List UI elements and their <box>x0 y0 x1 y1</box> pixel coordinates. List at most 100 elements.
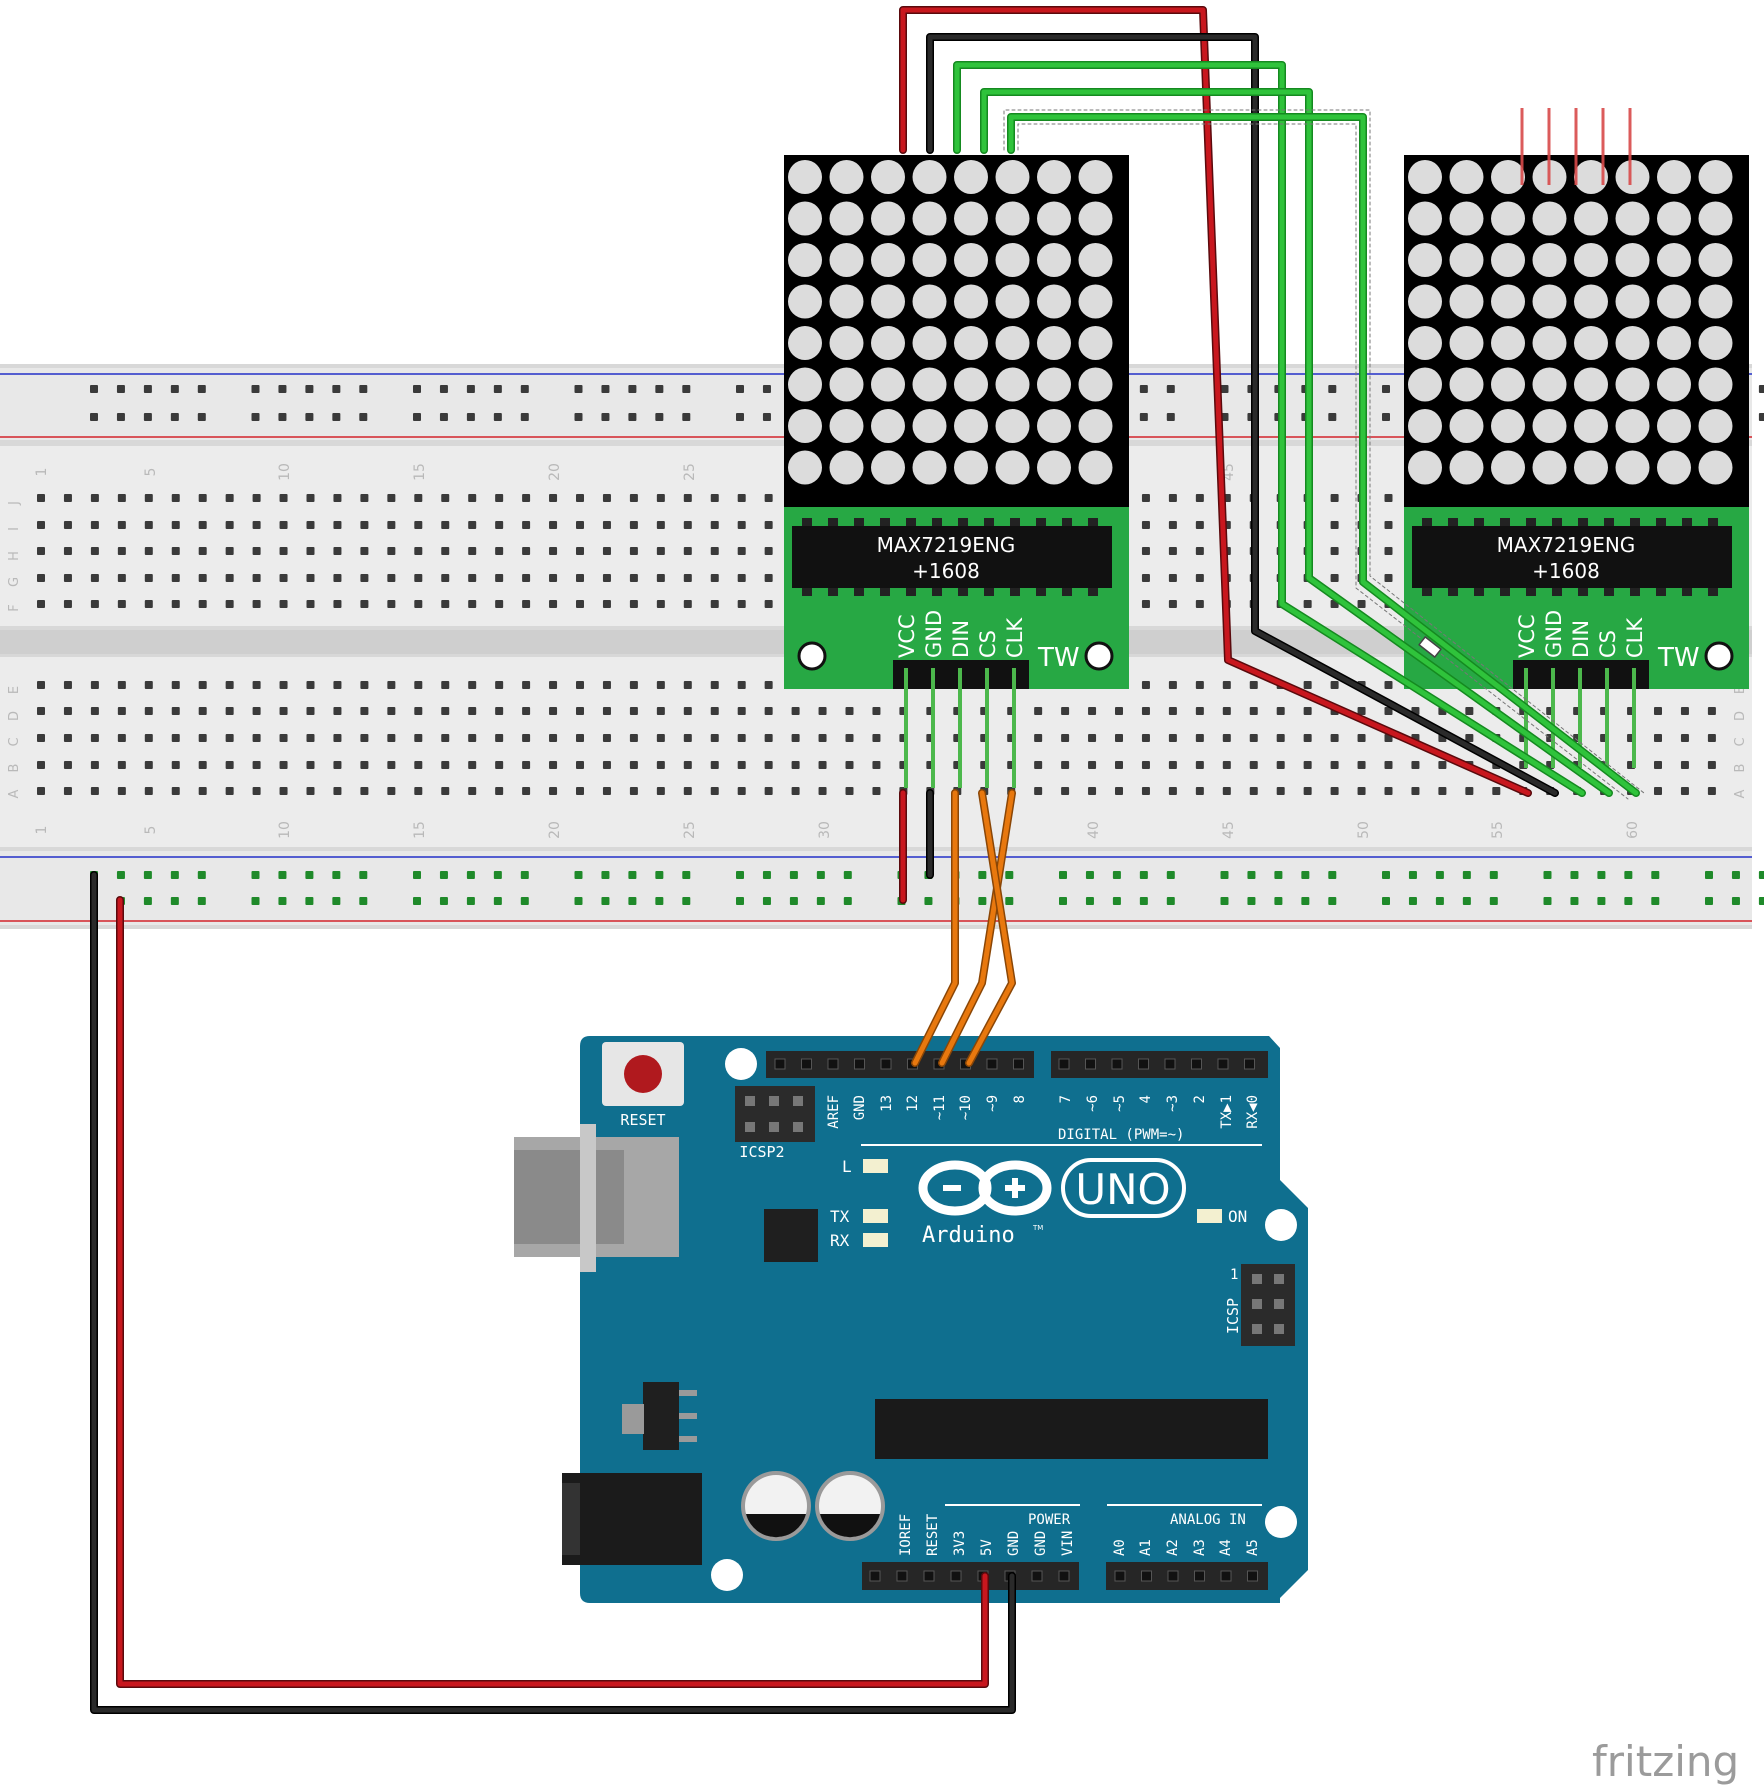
digital-pin-socket[interactable] <box>1111 1058 1123 1070</box>
led-dot <box>871 409 905 443</box>
digital-pin-socket[interactable] <box>1217 1058 1229 1070</box>
breadboard-hole <box>387 521 396 529</box>
breadboard-hole <box>764 681 773 689</box>
breadboard-hole <box>387 574 396 582</box>
led-dot <box>1574 243 1608 277</box>
mount-hole <box>1265 1209 1297 1241</box>
breadboard-hole <box>117 681 126 689</box>
breadboard-hole <box>872 707 881 715</box>
digital-pin-socket[interactable] <box>1058 1058 1070 1070</box>
digital-pin-socket[interactable] <box>986 1058 998 1070</box>
power-pin-socket[interactable] <box>1220 1570 1232 1582</box>
breadboard-hole <box>441 787 450 795</box>
rail-hole <box>251 871 260 879</box>
breadboard-hole <box>1384 761 1393 769</box>
led-dot <box>788 367 822 402</box>
led-dot <box>1449 409 1484 443</box>
led-dot <box>1491 284 1525 319</box>
rail-hole <box>655 413 664 421</box>
digital-pin-socket[interactable] <box>1013 1058 1024 1070</box>
breadboard-hole <box>414 681 423 689</box>
rail-hole <box>413 413 421 421</box>
power-pin-socket[interactable] <box>869 1570 881 1582</box>
led-dot <box>912 201 947 236</box>
power-pin-socket[interactable] <box>1058 1570 1070 1582</box>
digital-pin-socket[interactable] <box>1085 1058 1096 1070</box>
breadboard-hole <box>495 494 504 502</box>
row-letter: C <box>7 737 22 746</box>
digital-pin-socket[interactable] <box>774 1058 786 1070</box>
rail-hole <box>143 897 152 905</box>
breadboard-hole <box>764 707 773 715</box>
breadboard-hole <box>764 761 773 769</box>
led-dot <box>829 201 864 236</box>
power-pin-socket[interactable] <box>950 1570 962 1582</box>
led-dot <box>1615 201 1650 236</box>
breadboard-hole <box>360 494 369 502</box>
digital-pin-socket[interactable] <box>1164 1058 1176 1070</box>
breadboard-hole <box>764 600 773 608</box>
led-dot <box>1491 367 1525 402</box>
breadboard-hole <box>468 734 477 742</box>
breadboard-hole <box>1276 734 1285 742</box>
power-pin-socket[interactable] <box>1114 1570 1126 1582</box>
breadboard-hole <box>1141 681 1150 689</box>
breadboard-hole <box>468 600 477 608</box>
breadboard-hole <box>1330 547 1339 555</box>
breadboard-hole <box>1707 761 1716 769</box>
power-pin-socket[interactable] <box>1167 1570 1179 1582</box>
power-pin-socket[interactable] <box>1141 1570 1152 1582</box>
power-pin-socket[interactable] <box>1031 1570 1043 1582</box>
led-dot <box>912 284 947 319</box>
rail-hole <box>601 385 610 393</box>
led-dot <box>1408 284 1442 319</box>
led-dot <box>1449 367 1484 402</box>
digital-pin-socket[interactable] <box>880 1058 892 1070</box>
breadboard-hole <box>549 600 558 608</box>
icsp2-label: ICSP2 <box>739 1143 784 1161</box>
led-on <box>1197 1209 1222 1223</box>
breadboard-hole <box>1061 734 1070 742</box>
led-dot <box>954 201 988 236</box>
column-number: 1 <box>34 468 50 477</box>
digital-pin-socket[interactable] <box>801 1058 812 1070</box>
breadboard-hole <box>37 600 45 608</box>
reset-button-cap[interactable] <box>624 1055 662 1093</box>
breadboard-hole <box>306 574 315 582</box>
led-dot <box>788 284 822 319</box>
breadboard-hole <box>198 681 207 689</box>
rail-hole <box>789 897 798 905</box>
led-dot <box>995 201 1030 236</box>
breadboard-hole <box>1384 547 1393 555</box>
power-pin-socket[interactable] <box>896 1570 908 1582</box>
rail-hole <box>1220 385 1229 393</box>
power-pin-socket[interactable] <box>1194 1570 1205 1582</box>
led-dot <box>1408 243 1442 277</box>
rail-hole <box>439 871 448 879</box>
digital-pin-socket[interactable] <box>1244 1058 1255 1070</box>
breadboard-hole <box>1168 734 1177 742</box>
rail-hole <box>655 385 664 393</box>
wire-bendpoint-handle[interactable] <box>1418 636 1442 658</box>
led-dot <box>1657 160 1691 194</box>
breadboard-hole <box>576 734 584 742</box>
rail-hole <box>116 871 125 879</box>
digital-pin-socket[interactable] <box>1138 1058 1149 1070</box>
digital-pin-socket[interactable] <box>854 1058 865 1070</box>
led-dot <box>1615 284 1650 319</box>
led-dot <box>954 160 988 194</box>
breadboard-hole <box>414 494 423 502</box>
rail-hole <box>1435 871 1444 879</box>
power-pin-socket[interactable] <box>923 1570 935 1582</box>
rail-hole <box>1301 871 1310 879</box>
rail-hole <box>359 385 368 393</box>
rail-hole <box>1731 871 1740 879</box>
breadboard-hole <box>1115 734 1123 742</box>
breadboard-hole <box>737 734 746 742</box>
led-dot <box>1491 326 1525 360</box>
breadboard-hole <box>818 761 827 769</box>
power-pin-socket[interactable] <box>1247 1570 1258 1582</box>
digital-pin-socket[interactable] <box>1191 1058 1202 1070</box>
digital-pin-socket[interactable] <box>827 1058 839 1070</box>
